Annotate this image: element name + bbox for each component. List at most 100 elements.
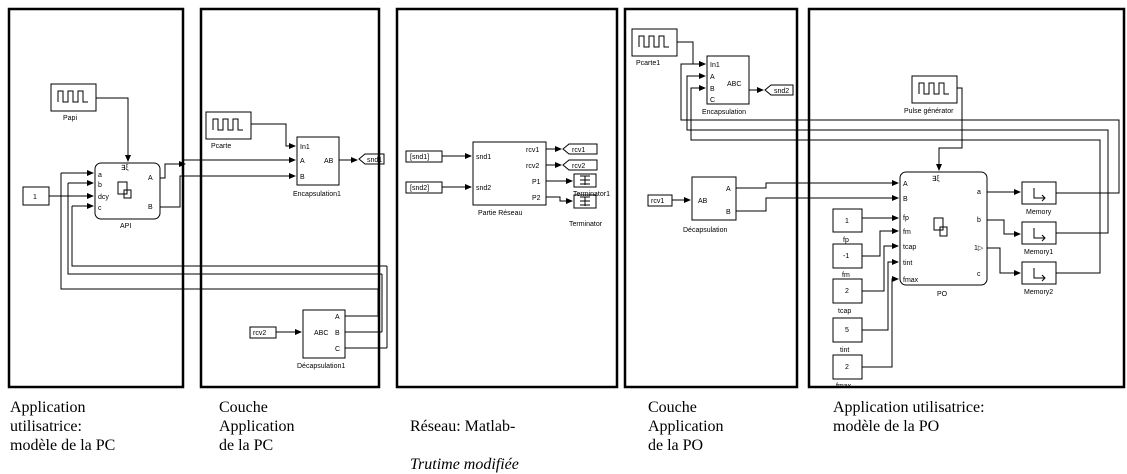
api-port-out-a: A [148, 175, 153, 182]
caption-panel-1: Application utilisatrice: modèle de la P… [10, 399, 116, 454]
api-port-dcy: dcy [98, 194, 109, 201]
po-block[interactable] [899, 171, 988, 286]
pulse-generator-block[interactable] [911, 75, 958, 104]
const-tcap-label: tcap [838, 308, 851, 315]
memory-block[interactable] [1021, 181, 1057, 205]
api-port-a: a [98, 172, 102, 179]
decap1-body: ABC [314, 330, 328, 337]
const-fm-value: -1 [843, 253, 849, 260]
po-port-out-1: 1▷ [974, 245, 984, 252]
goto-rcv2-text: rcv2 [572, 163, 585, 170]
po-port-a: A [903, 181, 908, 188]
terminator-label: Terminator [569, 221, 603, 228]
reseau-port-rcv1: rcv1 [526, 147, 539, 154]
encapsulation1-block[interactable] [296, 136, 340, 186]
po-port-b: B [903, 196, 908, 203]
const-fp-value: 1 [845, 218, 849, 225]
const-fmax-value: 2 [845, 364, 849, 371]
goto-snd2-text: snd2 [774, 88, 789, 95]
terminator1-block[interactable] [573, 173, 597, 188]
encap-port-a: A [710, 74, 715, 81]
terminator-block[interactable] [573, 194, 597, 209]
encap-port-in1: In1 [710, 62, 720, 69]
api-label: API [120, 223, 131, 230]
reseau-port-p1: P1 [532, 179, 541, 186]
goto-snd1-tag[interactable] [358, 153, 385, 165]
api-flag: ∃ξ [121, 164, 129, 172]
caption-panel-5: Application utilisatrice: modèle de la P… [833, 399, 985, 435]
const-fm-label: fm [842, 272, 850, 279]
pcarte1-label: Pcarte1 [636, 60, 660, 67]
encapsulation-block[interactable] [706, 55, 750, 105]
const-tint-value: 5 [845, 327, 849, 334]
from-snd1-text: [snd1] [410, 154, 429, 161]
papi-pulse-block[interactable] [50, 83, 97, 112]
const-tint-label: tint [840, 347, 849, 354]
pulse-generator-label: Pulse générator [904, 108, 954, 115]
encap1-port-in1: In1 [300, 144, 310, 151]
po-port-out-c: c [977, 271, 981, 278]
encap-port-b: B [710, 86, 715, 93]
goto-snd2-tag[interactable] [764, 84, 794, 96]
po-port-out-b: b [977, 217, 981, 224]
const-fp-block[interactable] [832, 208, 863, 233]
reseau-port-snd2: snd2 [476, 185, 491, 192]
const-fmax-label: fmax [836, 383, 852, 390]
decap-port-a: A [726, 186, 731, 193]
decapsulation-block[interactable] [691, 176, 737, 221]
encap1-port-a: A [300, 158, 305, 165]
memory2-block[interactable] [1021, 261, 1057, 285]
reseau-port-rcv2: rcv2 [526, 163, 539, 170]
memory-label: Memory [1026, 209, 1052, 216]
simulink-diagram: Papi 1 ∃ξ a b dcy c A B API Pcarte In1 A… [7, 7, 1126, 390]
goto-rcv1-text: rcv1 [572, 147, 585, 154]
encap-label: Encapsulation [702, 109, 746, 116]
encap1-port-b: B [300, 174, 305, 181]
decap-label: Décapsulation [683, 227, 727, 234]
const-fp-label: fp [843, 237, 849, 244]
const-one-value: 1 [33, 194, 37, 201]
papi-label: Papi [63, 115, 77, 122]
po-port-fp: fp [903, 215, 909, 222]
po-flag: ∃ξ [932, 175, 940, 183]
decap-body: AB [698, 198, 708, 205]
panel-3-frame [395, 7, 619, 389]
encap-port-c: C [710, 97, 715, 104]
api-block[interactable] [94, 162, 161, 220]
decap-port-b: B [726, 209, 731, 216]
reseau-port-p2: P2 [532, 195, 541, 202]
caption-panel-2: Couche Application de la PC [219, 399, 295, 454]
pcarte-label: Pcarte [211, 143, 231, 150]
decap1-label: Décapsulation1 [297, 363, 345, 370]
api-port-c: c [98, 205, 102, 212]
po-port-tint: tint [903, 260, 912, 267]
reseau-port-snd1: snd1 [476, 154, 491, 161]
pcarte1-pulse-block[interactable] [631, 28, 678, 57]
decapsulation1-block[interactable] [302, 309, 346, 359]
panel-2-frame [199, 7, 381, 389]
encap1-body: AB [324, 158, 334, 165]
goto-rcv2-tag[interactable] [562, 159, 598, 171]
po-label: PO [937, 291, 948, 298]
caption-panel-3-line1: Réseau: Matlab- [410, 418, 516, 435]
decap1-port-c: C [335, 346, 340, 353]
po-port-out-a: a [977, 189, 981, 196]
goto-rcv1-tag[interactable] [562, 143, 598, 155]
pcarte-pulse-block[interactable] [205, 111, 252, 140]
decap1-port-a: A [335, 314, 340, 321]
partie-reseau-block[interactable] [472, 141, 547, 206]
memory1-block[interactable] [1021, 221, 1057, 245]
from-rcv1-text: rcv1 [651, 198, 664, 205]
api-port-b: b [98, 182, 102, 189]
const-tcap-value: 2 [845, 288, 849, 295]
po-port-fmax: fmax [903, 277, 919, 284]
panel-1-frame [7, 7, 185, 389]
po-port-fm: fm [903, 229, 911, 236]
encap-body: ABC [727, 81, 741, 88]
po-port-tcap: tcap [903, 244, 916, 251]
caption-panel-3: Réseau: Matlab- Trutime modifiée [410, 398, 519, 474]
goto-snd1-text: snd1 [367, 157, 382, 164]
reseau-label: Partie Réseau [478, 210, 522, 217]
from-rcv2-text: rcv2 [253, 330, 266, 337]
from-snd2-text: [snd2] [410, 185, 429, 192]
